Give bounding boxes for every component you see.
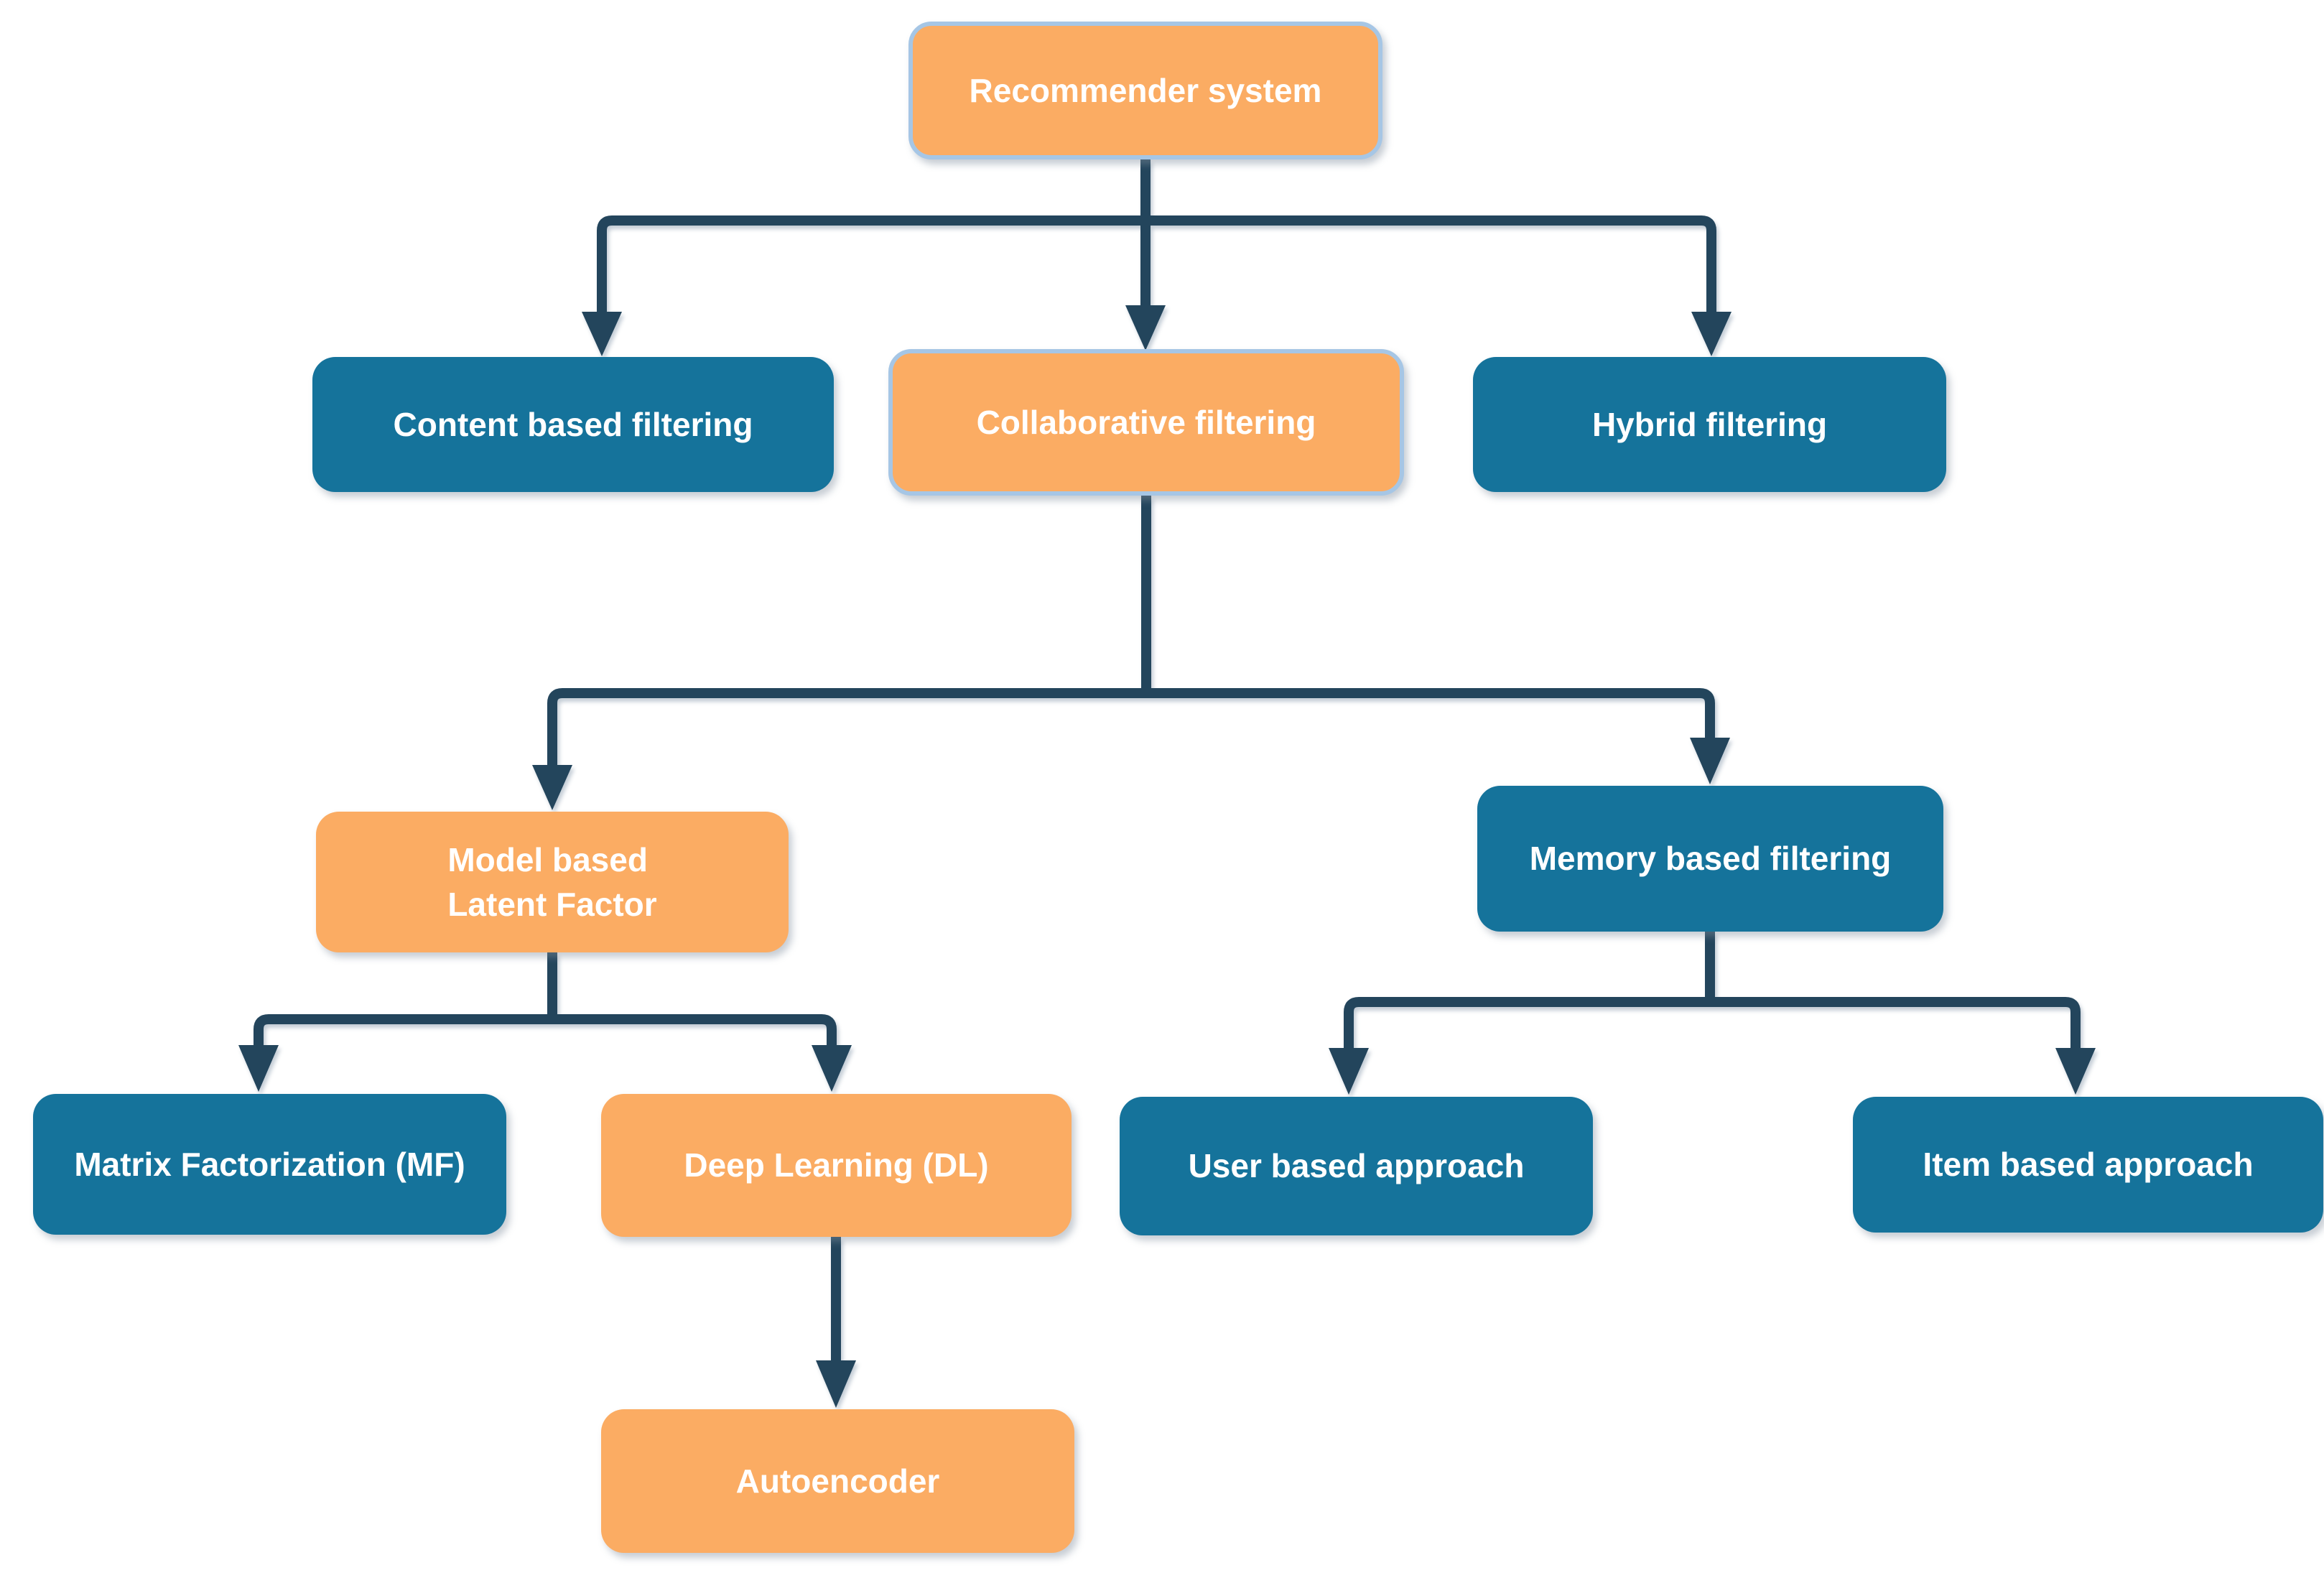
edge-model-based-to-matrix-factorization [238, 952, 557, 1092]
edge-recommender-to-hybrid [1145, 215, 1732, 356]
node-item-based-approach[interactable]: Item based approach [1853, 1097, 2323, 1233]
edge-collaborative-to-memory-based [1141, 496, 1730, 784]
node-memory-based-filtering[interactable]: Memory based filtering [1477, 786, 1943, 932]
edge-memory-based-to-user-based [1329, 932, 1715, 1095]
edge-recommender-to-content [582, 215, 1145, 356]
node-model-based-latent-factor[interactable]: Model based Latent Factor [316, 812, 789, 952]
node-user-based-approach[interactable]: User based approach [1120, 1097, 1593, 1235]
edge-deep-learning-to-autoencoder [816, 1237, 856, 1408]
node-autoencoder[interactable]: Autoencoder [601, 1409, 1074, 1553]
node-content-based-filtering[interactable]: Content based filtering [312, 357, 834, 492]
node-collaborative-filtering[interactable]: Collaborative filtering [888, 349, 1404, 496]
node-recommender-system[interactable]: Recommender system [908, 22, 1382, 159]
node-hybrid-filtering[interactable]: Hybrid filtering [1473, 357, 1946, 492]
edge-model-based-to-deep-learning [552, 1014, 852, 1092]
edge-collaborative-to-model-based [532, 496, 1151, 810]
node-matrix-factorization[interactable]: Matrix Factorization (MF) [33, 1094, 506, 1235]
edge-memory-based-to-item-based [1710, 997, 2096, 1095]
node-deep-learning[interactable]: Deep Learning (DL) [601, 1094, 1072, 1237]
edge-recommender-to-collaborative [1125, 159, 1166, 351]
